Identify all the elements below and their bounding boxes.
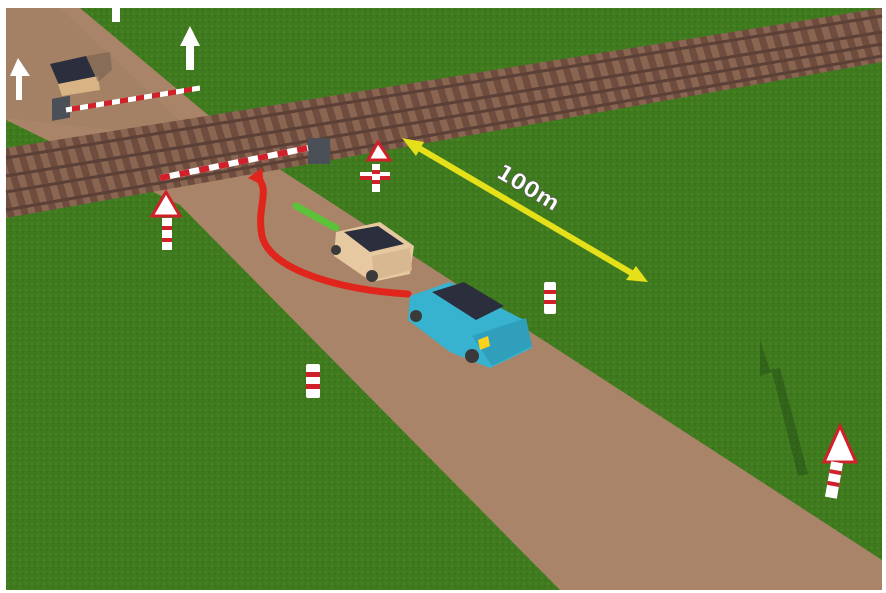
railway-crossing-scene: 100m	[0, 0, 886, 593]
